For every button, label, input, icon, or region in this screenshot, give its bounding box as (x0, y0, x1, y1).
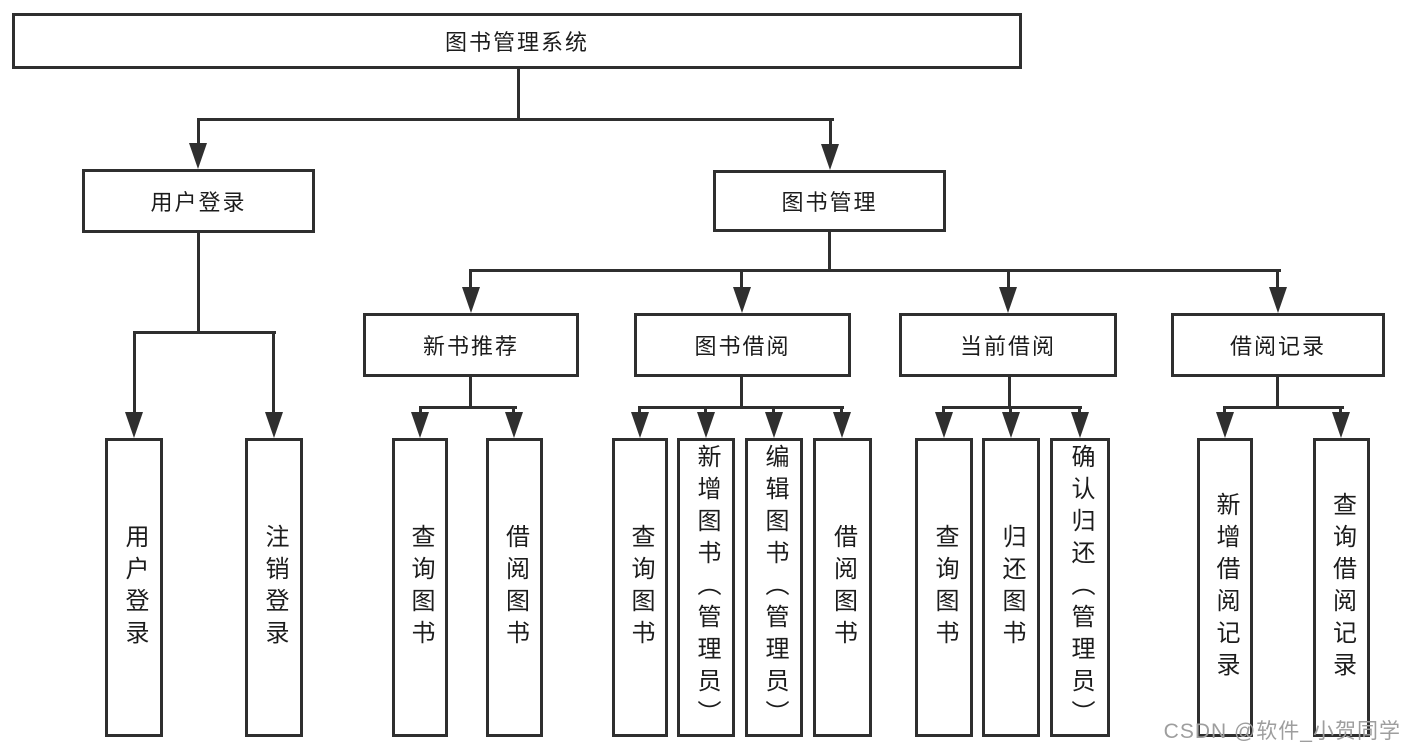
connector-line (829, 118, 832, 146)
arrowhead-down-icon (265, 412, 283, 438)
arrowhead-down-icon (462, 287, 480, 313)
arrowhead-down-icon (935, 412, 953, 438)
connector-line (469, 375, 472, 408)
arrowhead-down-icon (125, 412, 143, 438)
arrowhead-down-icon (697, 412, 715, 438)
connector-line (1078, 406, 1081, 415)
leaf-confirm-return-admin: 确认归还（管理员） (1050, 438, 1110, 737)
connector-line (419, 406, 422, 415)
node-book-management: 图书管理 (713, 170, 946, 232)
leaf-label: 借阅图书 (501, 523, 529, 652)
arrowhead-down-icon (505, 412, 523, 438)
leaf-logout-login: 注销登录 (245, 438, 303, 737)
arrowhead-down-icon (821, 144, 839, 170)
connector-line (942, 406, 1082, 409)
node-new-book-recommend: 新书推荐 (363, 313, 579, 377)
node-label: 图书借阅 (694, 334, 791, 359)
leaf-label: 注销登录 (261, 523, 288, 652)
leaf-borrow-books-recommend: 借阅图书 (486, 438, 543, 737)
node-label: 图书管理 (781, 190, 878, 215)
connector-line (840, 406, 843, 415)
leaf-add-books-admin: 新增图书（管理员） (677, 438, 735, 737)
leaf-query-books-borrow: 查询图书 (612, 438, 668, 737)
node-library-management-system: 图书管理系统 (12, 13, 1022, 69)
connector-line (133, 331, 276, 334)
node-label: 图书管理系统 (444, 30, 589, 55)
node-user-login: 用户登录 (82, 169, 315, 233)
arrowhead-down-icon (631, 412, 649, 438)
leaf-return-books: 归还图书 (982, 438, 1040, 737)
leaf-query-borrow-record: 查询借阅记录 (1313, 438, 1370, 737)
leaf-label: 查询图书 (407, 523, 434, 652)
leaf-label: 查询图书 (931, 523, 958, 652)
connector-line (1009, 406, 1012, 415)
connector-line (133, 331, 136, 413)
connector-line (828, 231, 831, 272)
arrowhead-down-icon (1002, 412, 1020, 438)
node-label: 当前借阅 (959, 334, 1056, 359)
connector-line (197, 118, 834, 121)
node-book-borrow: 图书借阅 (634, 313, 851, 377)
node-borrow-record: 借阅记录 (1171, 313, 1385, 377)
connector-line (772, 406, 775, 415)
leaf-add-borrow-record: 新增借阅记录 (1197, 438, 1253, 737)
csdn-watermark: CSDN @软件_小贺同学 (1163, 720, 1401, 743)
arrowhead-down-icon (1216, 412, 1234, 438)
connector-line (740, 375, 743, 408)
arrowhead-down-icon (733, 287, 751, 313)
arrowhead-down-icon (999, 287, 1017, 313)
node-label: 借阅记录 (1229, 334, 1326, 359)
connector-line (1223, 406, 1344, 409)
connector-line (517, 66, 520, 120)
arrowhead-down-icon (833, 412, 851, 438)
leaf-edit-books-admin: 编辑图书（管理员） (745, 438, 803, 737)
connector-line (704, 406, 707, 415)
leaf-label: 新增借阅记录 (1212, 491, 1239, 684)
connector-line (272, 331, 275, 413)
leaf-label: 归还图书 (998, 523, 1025, 652)
connector-line (419, 406, 517, 409)
leaf-user-login: 用户登录 (105, 438, 163, 737)
arrowhead-down-icon (411, 412, 429, 438)
leaf-query-books-current: 查询图书 (915, 438, 973, 737)
leaf-label: 查询借阅记录 (1328, 491, 1356, 684)
node-current-borrow: 当前借阅 (899, 313, 1117, 377)
leaf-label: 编辑图书（管理员） (761, 443, 788, 732)
arrowhead-down-icon (189, 143, 207, 169)
connector-line (740, 269, 743, 289)
leaf-label: 用户登录 (121, 523, 148, 652)
connector-line (197, 118, 200, 146)
leaf-query-books-recommend: 查询图书 (392, 438, 448, 737)
node-label: 用户登录 (150, 190, 247, 215)
connector-line (942, 406, 945, 415)
arrowhead-down-icon (1332, 412, 1350, 438)
connector-line (1008, 375, 1011, 408)
connector-line (197, 231, 200, 333)
leaf-label: 借阅图书 (829, 523, 857, 652)
leaf-label: 查询图书 (627, 523, 654, 652)
arrowhead-down-icon (1269, 287, 1287, 313)
connector-line (1276, 375, 1279, 408)
leaf-label: 新增图书（管理员） (693, 443, 720, 732)
leaf-borrow-books: 借阅图书 (813, 438, 872, 737)
connector-line (638, 406, 844, 409)
connector-line (512, 406, 515, 415)
connector-line (469, 269, 1281, 272)
connector-line (1223, 406, 1226, 415)
arrowhead-down-icon (1071, 412, 1089, 438)
connector-line (469, 269, 472, 289)
connector-line (1007, 269, 1010, 289)
node-label: 新书推荐 (422, 334, 519, 359)
connector-line (1276, 269, 1279, 289)
leaf-label: 确认归还（管理员） (1067, 443, 1094, 732)
arrowhead-down-icon (765, 412, 783, 438)
connector-line (1339, 406, 1342, 415)
connector-line (638, 406, 641, 415)
